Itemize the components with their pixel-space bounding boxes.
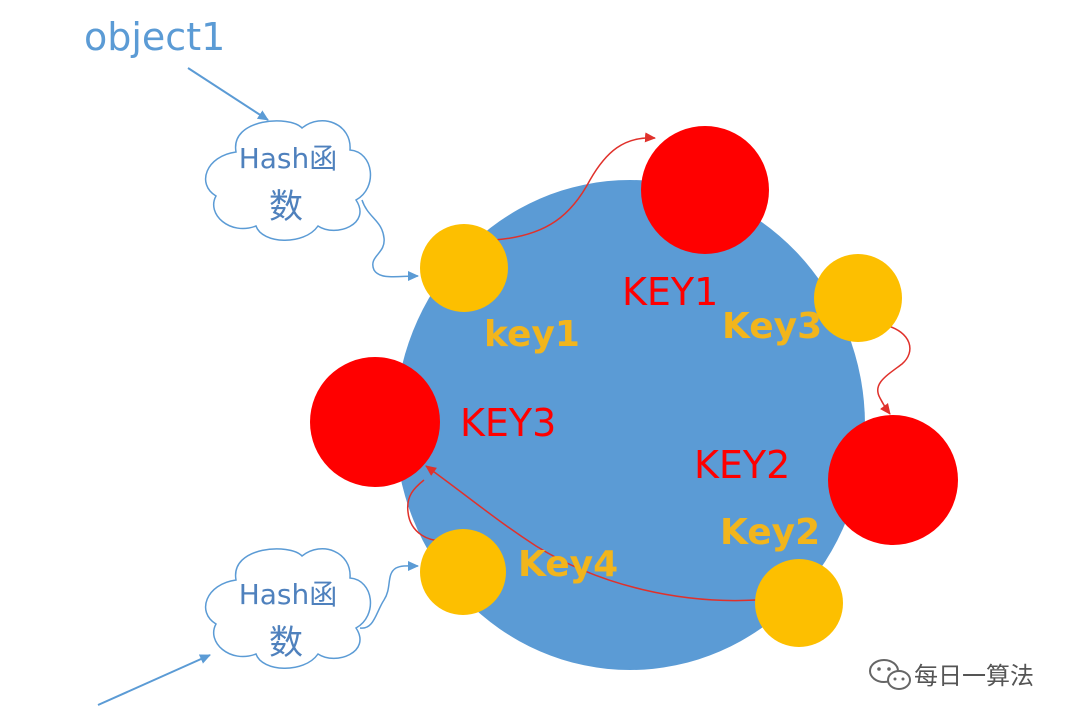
key4-to-server3-arrow <box>406 479 451 542</box>
watermark-text: 每日一算法 <box>914 662 1034 690</box>
server-node-key1 <box>641 126 769 254</box>
hash-ring <box>395 180 865 670</box>
cloud-to-key1-connector <box>361 199 419 282</box>
key1-to-server1-arrow <box>493 132 656 241</box>
hash-cloud-bottom: Hash函 数 <box>205 548 372 669</box>
object-arrow <box>187 67 269 121</box>
hash-cloud-top-line1: Hash函 <box>239 142 338 175</box>
key-node-key3 <box>814 254 902 342</box>
cloud-to-key4-connector <box>359 560 419 629</box>
hash-cloud-top-line2: 数 <box>269 187 303 227</box>
server-label-key1: KEY1 <box>622 270 718 314</box>
key3-to-server2-arrow <box>877 324 911 415</box>
incoming-arrow <box>97 654 211 706</box>
server-label-key3: KEY3 <box>460 401 556 445</box>
key-label-key1: key1 <box>484 314 580 355</box>
key2-to-server3-arrow <box>425 465 757 602</box>
key-node-key4 <box>420 529 506 615</box>
key-label-key2: Key2 <box>720 512 820 553</box>
key-label-key4: Key4 <box>518 544 618 585</box>
watermark: 每日一算法 <box>869 659 1034 690</box>
hash-cloud-bottom-line1: Hash函 <box>239 578 338 611</box>
server-node-key2 <box>828 415 958 545</box>
key-node-key1 <box>420 224 508 312</box>
hash-cloud-top: Hash函 数 <box>205 120 372 241</box>
server-node-key3 <box>310 357 440 487</box>
object-label: object1 <box>84 15 225 59</box>
key-node-key2 <box>755 559 843 647</box>
hash-cloud-bottom-line2: 数 <box>269 623 303 663</box>
wechat-icon <box>869 659 911 690</box>
server-label-key2: KEY2 <box>694 443 790 487</box>
key-label-key3: Key3 <box>722 306 822 347</box>
